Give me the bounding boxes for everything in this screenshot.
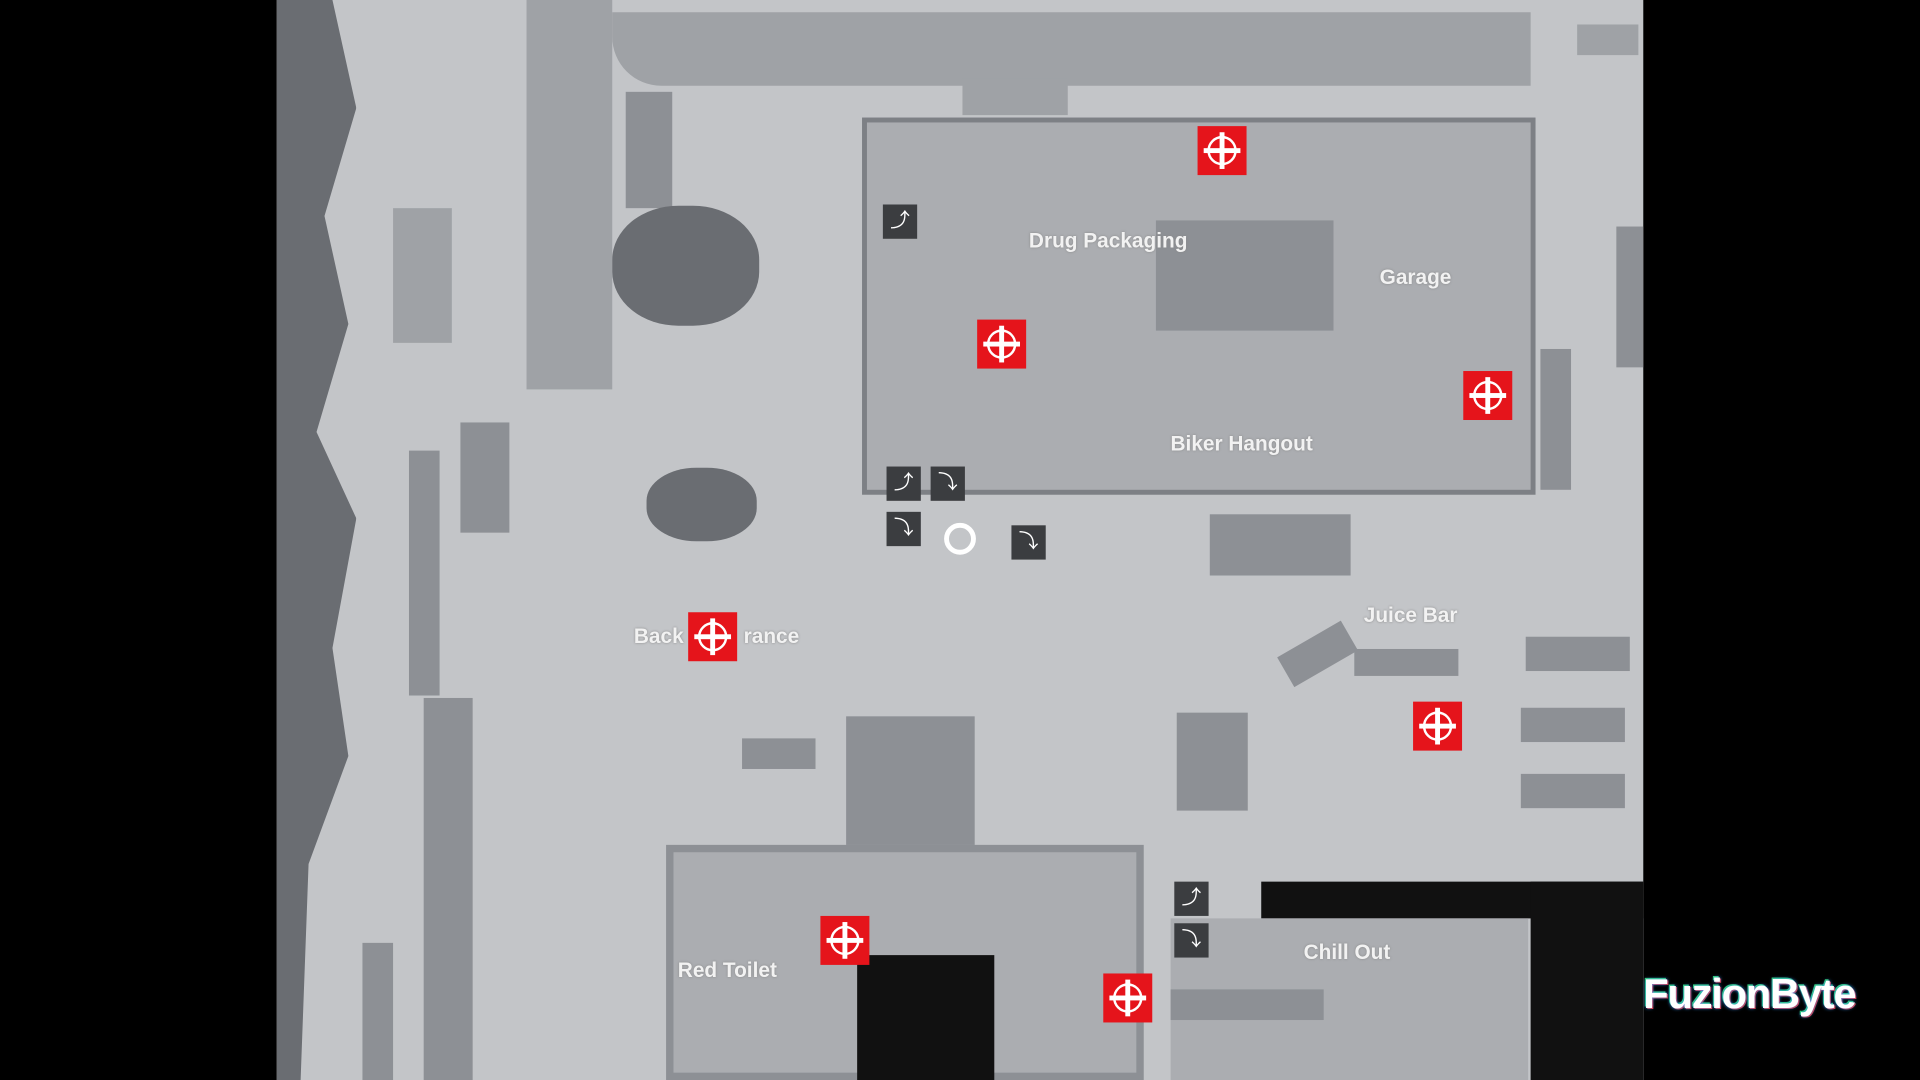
structure <box>1577 24 1639 56</box>
location-label: Red Toilet <box>677 958 777 983</box>
structure <box>1354 648 1459 676</box>
stairs-icon[interactable]: ⤵ <box>1011 525 1046 560</box>
pond <box>646 467 757 542</box>
structure <box>460 422 510 533</box>
structure <box>1616 226 1644 368</box>
location-label: Back <box>633 624 684 648</box>
structure <box>362 942 394 1080</box>
void <box>857 955 995 1080</box>
structure <box>1170 989 1324 1021</box>
crosshair-target-icon[interactable] <box>1103 973 1153 1023</box>
pond <box>612 205 760 326</box>
stairs-icon[interactable]: ⤵ <box>930 466 965 501</box>
structure <box>393 208 452 343</box>
structure <box>1176 712 1248 811</box>
crosshair-target-icon[interactable] <box>1197 126 1247 176</box>
road <box>612 12 1531 86</box>
stairs-icon[interactable]: ⤵ <box>1174 923 1209 958</box>
structure <box>408 450 440 696</box>
crosshair-target-icon[interactable] <box>1413 701 1463 751</box>
cliff-edge <box>276 0 357 1080</box>
entrance <box>962 78 1068 116</box>
structure <box>1209 514 1351 576</box>
location-label: Biker Hangout <box>1170 432 1313 456</box>
road <box>526 0 613 390</box>
crosshair-target-icon[interactable] <box>688 612 738 662</box>
location-label: rance <box>743 624 800 648</box>
structure <box>423 697 473 1080</box>
crosshair-target-icon[interactable] <box>820 915 870 965</box>
structure <box>625 91 673 209</box>
stairs-icon[interactable]: ⤴ <box>1174 881 1209 916</box>
stairs-icon[interactable]: ⤴ <box>886 466 921 501</box>
stairs-icon[interactable]: ⤴ <box>882 204 918 239</box>
structure <box>742 738 816 769</box>
watermark-logo: FuzionByte <box>1643 971 1856 1018</box>
structure <box>1520 707 1625 743</box>
level-map[interactable]: Drug Packaging Garage Biker Hangout Juic… <box>276 0 1644 1080</box>
stairs-icon[interactable]: ⤵ <box>886 511 921 547</box>
structure <box>1540 348 1572 490</box>
structure <box>1520 773 1625 809</box>
crosshair-target-icon[interactable] <box>977 319 1027 369</box>
void <box>1530 881 1644 1080</box>
location-label: Drug Packaging <box>1028 228 1188 253</box>
player-position-icon <box>944 522 976 555</box>
structure <box>1525 636 1630 672</box>
location-label: Juice Bar <box>1363 603 1458 627</box>
location-label: Garage <box>1379 265 1452 289</box>
structure <box>1277 620 1358 688</box>
crosshair-target-icon[interactable] <box>1463 371 1513 421</box>
room <box>1155 220 1334 331</box>
location-label: Chill Out <box>1303 940 1391 964</box>
structure <box>846 716 975 852</box>
